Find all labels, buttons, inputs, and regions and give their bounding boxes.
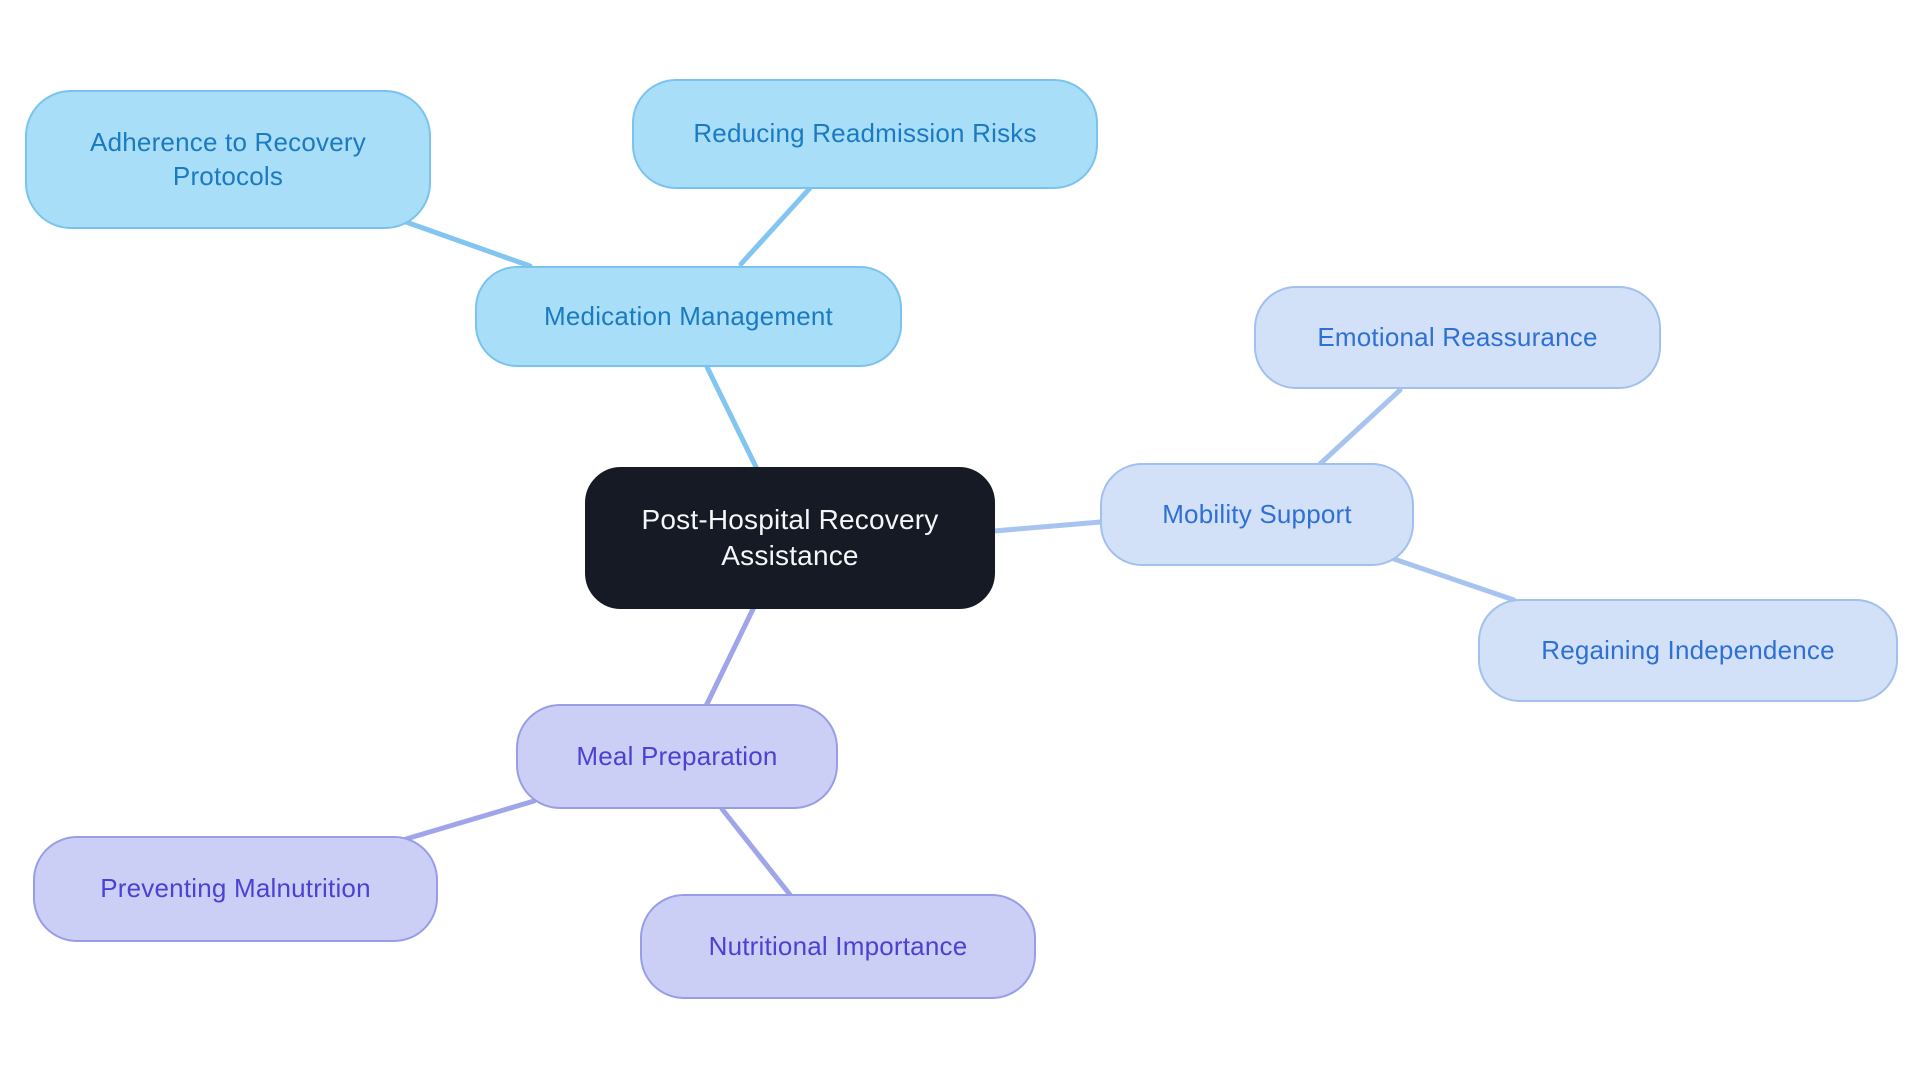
mindmap-node-adherence-to-recovery-protocols[interactable]: Adherence to Recovery Protocols bbox=[25, 90, 431, 229]
node-label: Mobility Support bbox=[1162, 498, 1352, 529]
mindmap-node-preventing-malnutrition[interactable]: Preventing Malnutrition bbox=[33, 836, 438, 942]
mindmap-node-regaining-independence[interactable]: Regaining Independence bbox=[1478, 599, 1898, 702]
edge-reducing-readmission-risks-to-medication-management bbox=[738, 185, 813, 267]
node-label: Medication Management bbox=[544, 300, 833, 331]
node-label: Regaining Independence bbox=[1541, 634, 1835, 665]
edge-mobility-support-to-regaining-independence bbox=[1391, 556, 1517, 603]
mindmap-node-mobility-support[interactable]: Mobility Support bbox=[1100, 463, 1414, 566]
mindmap-node-reducing-readmission-risks[interactable]: Reducing Readmission Risks bbox=[632, 79, 1098, 189]
mindmap-node-nutritional-importance[interactable]: Nutritional Importance bbox=[640, 894, 1036, 999]
edge-post-hospital-recovery-assistance-to-mobility-support bbox=[991, 519, 1104, 534]
node-label: Reducing Readmission Risks bbox=[693, 118, 1037, 149]
edge-post-hospital-recovery-assistance-to-meal-preparation bbox=[703, 604, 757, 709]
node-label: Preventing Malnutrition bbox=[100, 873, 371, 904]
node-label: Nutritional Importance bbox=[708, 930, 968, 961]
node-label: Post-Hospital Recovery Assistance bbox=[641, 503, 939, 571]
edge-meal-preparation-to-nutritional-importance bbox=[719, 806, 794, 899]
edge-medication-management-to-post-hospital-recovery-assistance bbox=[704, 364, 760, 472]
edge-meal-preparation-to-preventing-malnutrition bbox=[403, 798, 537, 842]
mindmap-node-meal-preparation[interactable]: Meal Preparation bbox=[516, 704, 838, 809]
node-label: Meal Preparation bbox=[576, 740, 778, 771]
mindmap-node-medication-management[interactable]: Medication Management bbox=[475, 266, 902, 367]
mindmap-node-post-hospital-recovery-assistance[interactable]: Post-Hospital Recovery Assistance bbox=[585, 467, 995, 609]
edge-emotional-reassurance-to-mobility-support bbox=[1317, 387, 1403, 467]
node-label: Emotional Reassurance bbox=[1317, 321, 1598, 352]
mindmap-node-emotional-reassurance[interactable]: Emotional Reassurance bbox=[1254, 286, 1661, 389]
node-label: Adherence to Recovery Protocols bbox=[90, 126, 366, 191]
edge-adherence-to-recovery-protocols-to-medication-management bbox=[403, 219, 533, 269]
